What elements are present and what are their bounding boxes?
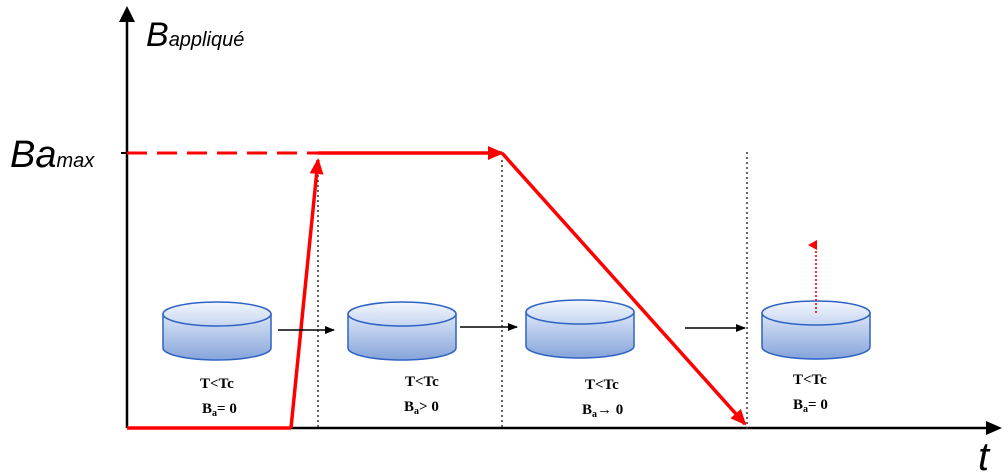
y-axis-arrowhead: [119, 6, 135, 22]
transition-arrows: [278, 323, 746, 334]
sample-disk-2: [347, 301, 457, 361]
stage-4-temperature: T<Tc: [793, 372, 827, 388]
x-axis-arrowhead: [986, 421, 1002, 435]
y-axis-label: Bappliqué: [146, 16, 244, 54]
disk-body: [525, 311, 635, 359]
stage-3-caption: T<Tc Ba→ 0: [582, 377, 623, 420]
stage-2-temperature: T<Tc: [405, 374, 439, 390]
stage-2-field: Ba> 0: [404, 399, 439, 417]
stage-4-field: Ba= 0: [793, 397, 828, 415]
ba-max-label: Bamax: [10, 134, 95, 176]
sample-disk-3: [525, 299, 635, 359]
disk-body: [347, 313, 457, 361]
stage-1-field: Ba= 0: [202, 401, 237, 419]
disk-top: [347, 301, 457, 327]
stage-1-caption: T<Tc Ba= 0: [200, 376, 237, 419]
sample-disk-1: [162, 301, 272, 361]
stage-1-temperature: T<Tc: [200, 376, 234, 392]
sample-disks: [162, 299, 871, 361]
stage-3-field: Ba→ 0: [582, 402, 623, 420]
stage-captions: T<Tc Ba= 0 T<Tc Ba> 0 T<Tc Ba→ 0 T<Tc Ba…: [200, 372, 828, 420]
x-axis-label: t: [978, 435, 991, 474]
stage-separators: [317, 152, 748, 430]
applied-field-curve: [127, 146, 747, 430]
disk-top: [162, 301, 272, 327]
sample-disk-4: [761, 300, 871, 360]
disk-body: [761, 312, 871, 360]
stage-3-temperature: T<Tc: [585, 377, 619, 393]
field-ramp-up: [289, 158, 324, 429]
disk-body: [162, 313, 272, 361]
disk-top: [525, 299, 635, 325]
stage-2-caption: T<Tc Ba> 0: [404, 374, 439, 417]
field-ramp-down: [500, 151, 747, 426]
stage-4-caption: T<Tc Ba= 0: [793, 372, 828, 415]
